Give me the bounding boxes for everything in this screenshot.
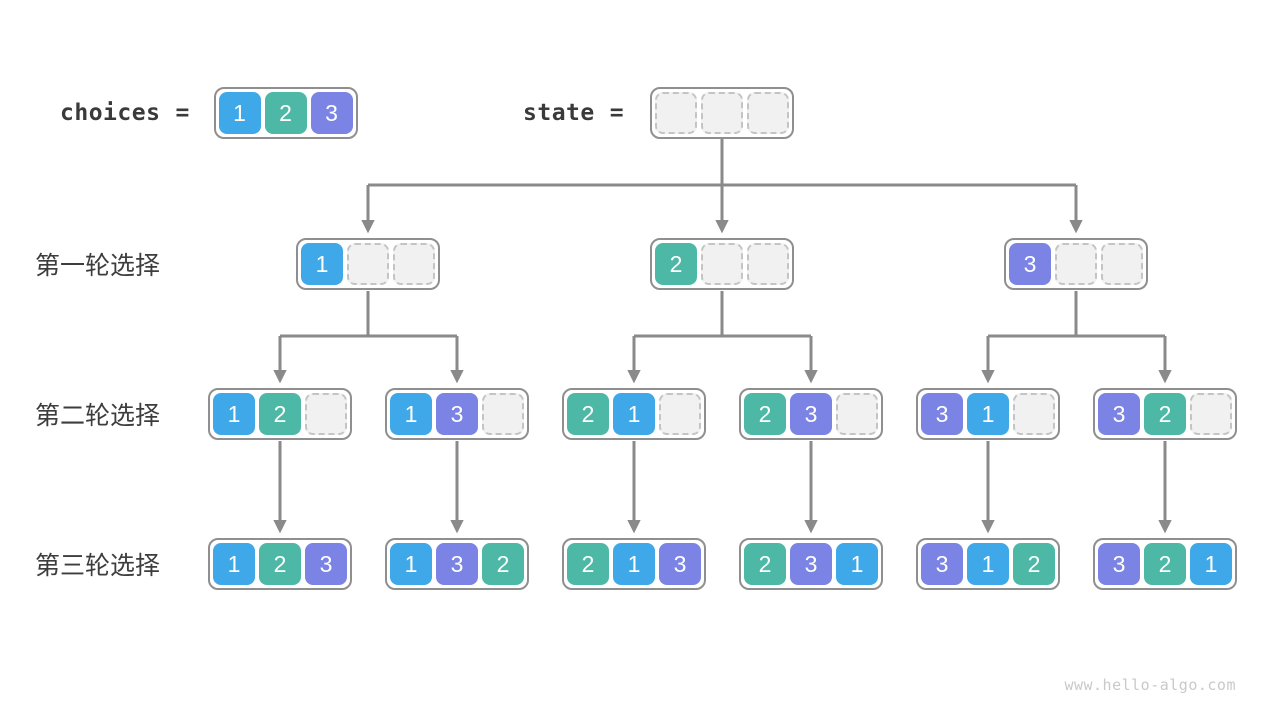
- tree-node-r1-3: 3: [1004, 238, 1148, 290]
- cell-value-2: 2: [567, 543, 609, 585]
- cell-empty: [1013, 393, 1055, 435]
- cell-value-3: 3: [1098, 543, 1140, 585]
- cell-value-1: 1: [213, 393, 255, 435]
- cell-empty: [747, 243, 789, 285]
- cell-empty: [347, 243, 389, 285]
- cell-value-1: 1: [213, 543, 255, 585]
- cell-value-2: 2: [259, 543, 301, 585]
- choices-label: choices: [60, 100, 161, 126]
- cell-value-2: 2: [1144, 543, 1186, 585]
- cell-empty: [482, 393, 524, 435]
- cell-empty: [659, 393, 701, 435]
- cell-value-1: 1: [390, 393, 432, 435]
- tree-node-r1-2: 2: [650, 238, 794, 290]
- cell-empty: [655, 92, 697, 134]
- cell-value-1: 1: [967, 393, 1009, 435]
- cell-value-3: 3: [305, 543, 347, 585]
- cell-value-1: 1: [390, 543, 432, 585]
- cell-value-2: 2: [482, 543, 524, 585]
- cell-empty: [836, 393, 878, 435]
- cell-value-3: 3: [921, 393, 963, 435]
- cell-value-3: 3: [1009, 243, 1051, 285]
- cell-value-1: 1: [301, 243, 343, 285]
- cell-value-2: 2: [1144, 393, 1186, 435]
- cell-empty: [747, 92, 789, 134]
- cell-value-3: 3: [659, 543, 701, 585]
- cell-value-2: 2: [1013, 543, 1055, 585]
- cell-value-2: 2: [655, 243, 697, 285]
- cell-value-1: 1: [218, 92, 261, 134]
- cell-value-3: 3: [790, 543, 832, 585]
- cell-value-1: 1: [967, 543, 1009, 585]
- cell-value-1: 1: [613, 543, 655, 585]
- cell-empty: [1101, 243, 1143, 285]
- choices-expression: choices =: [60, 87, 190, 139]
- cell-empty: [393, 243, 435, 285]
- cell-empty: [305, 393, 347, 435]
- cell-value-3: 3: [790, 393, 832, 435]
- cell-value-2: 2: [744, 543, 786, 585]
- tree-node-r1-1: 1: [296, 238, 440, 290]
- state-expression: state =: [523, 87, 624, 139]
- cell-value-1: 1: [836, 543, 878, 585]
- cell-empty: [701, 243, 743, 285]
- state-label: state: [523, 100, 595, 126]
- cell-empty: [1190, 393, 1232, 435]
- cell-value-3: 3: [436, 543, 478, 585]
- cell-value-3: 3: [921, 543, 963, 585]
- cell-value-3: 3: [310, 92, 353, 134]
- equals-sign: =: [175, 100, 190, 126]
- cell-empty: [1055, 243, 1097, 285]
- cell-value-1: 1: [1190, 543, 1232, 585]
- cell-value-2: 2: [264, 92, 307, 134]
- row-label-round-2: 第二轮选择: [35, 402, 161, 430]
- cell-value-3: 3: [436, 393, 478, 435]
- cell-value-3: 3: [1098, 393, 1140, 435]
- equals-sign: =: [609, 100, 625, 126]
- row-label-round-1: 第一轮选择: [35, 252, 161, 280]
- state-box: [650, 87, 794, 139]
- watermark: www.hello-algo.com: [1064, 676, 1236, 694]
- cell-empty: [701, 92, 743, 134]
- cell-value-2: 2: [567, 393, 609, 435]
- cell-value-1: 1: [613, 393, 655, 435]
- connector-lines: [273, 137, 1172, 534]
- cell-value-2: 2: [259, 393, 301, 435]
- cell-value-2: 2: [744, 393, 786, 435]
- row-label-round-3: 第三轮选择: [35, 552, 161, 580]
